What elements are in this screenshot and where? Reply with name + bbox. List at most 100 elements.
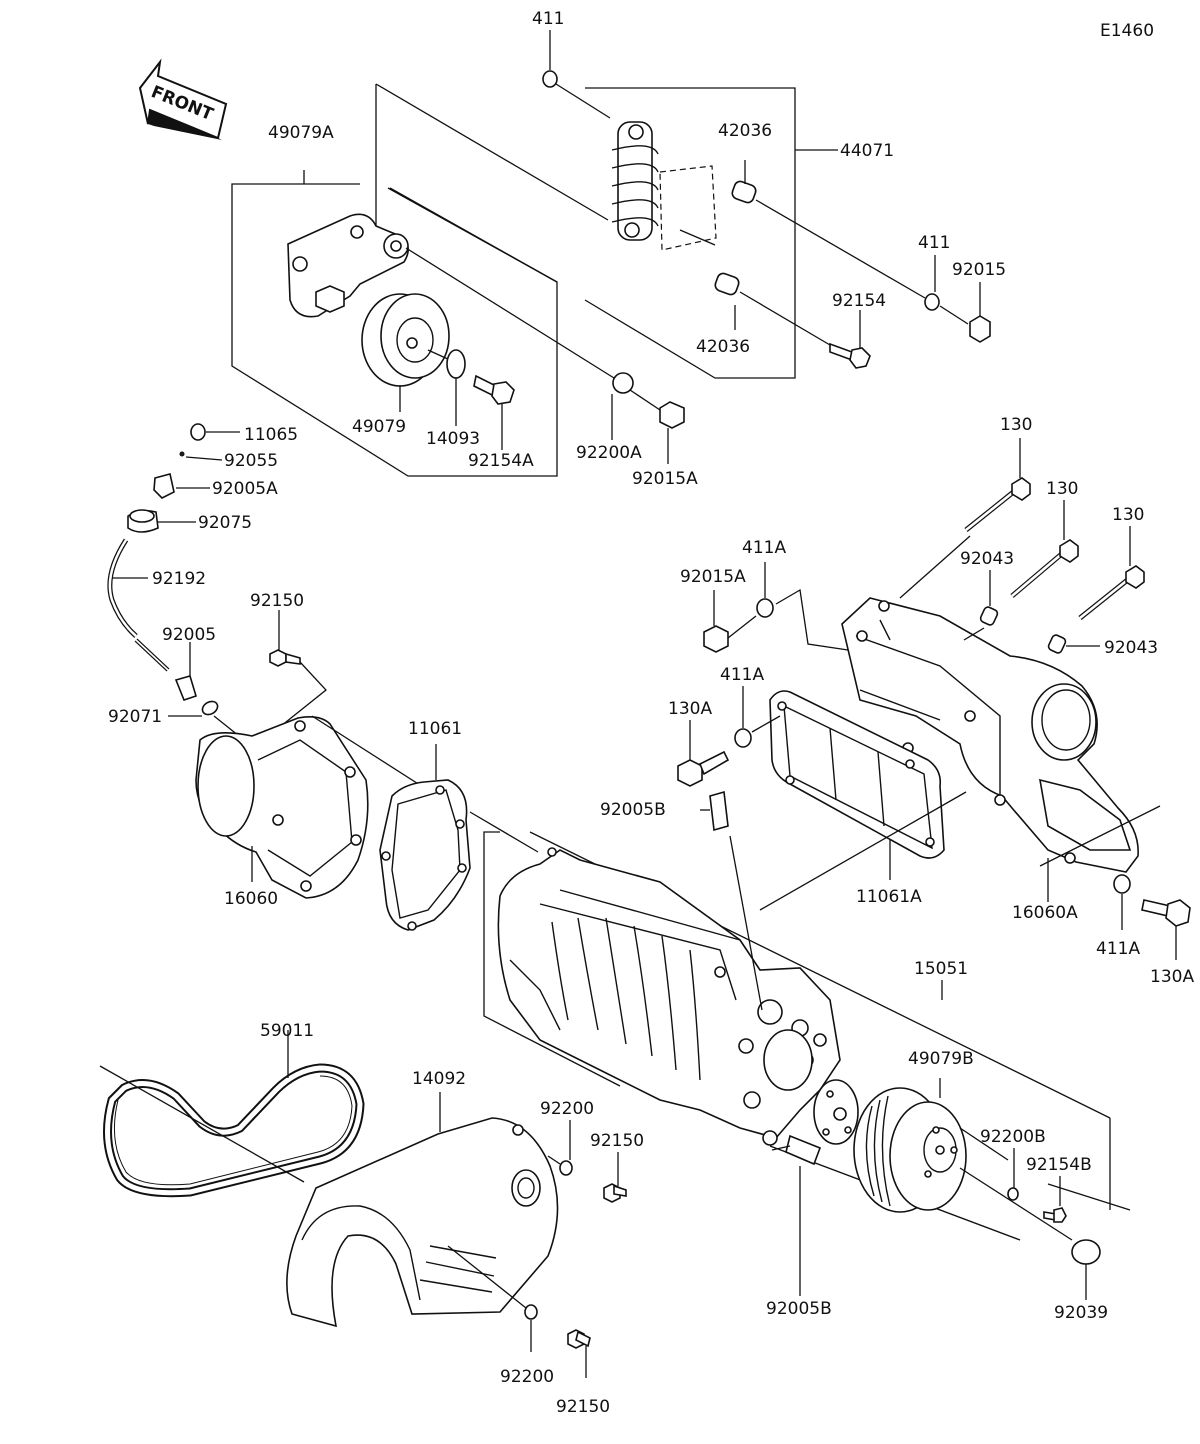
label-92200A: 92200A xyxy=(576,443,642,463)
intake-manifold-16060A xyxy=(841,597,1161,902)
fitting-92005B-bottom xyxy=(771,1134,822,1296)
label-49079B: 49079B xyxy=(908,1049,974,1069)
diagram-code: E1460 xyxy=(1100,21,1154,41)
bolt-92154A xyxy=(473,374,515,405)
bolt-130-1 xyxy=(899,438,1031,599)
bolt-92154B xyxy=(1043,1176,1067,1223)
washer-14093 xyxy=(446,349,466,379)
drive-pulley-49079B xyxy=(853,1078,1073,1241)
label-92071: 92071 xyxy=(108,707,162,727)
bolt-130-2 xyxy=(1010,500,1079,598)
supercharger-cover-16060 xyxy=(195,715,435,899)
label-92150-left: 92150 xyxy=(250,591,304,611)
gasket-11061A xyxy=(769,690,945,880)
fitting-92005A xyxy=(153,473,175,499)
label-49079: 49079 xyxy=(352,417,406,437)
label-92075: 92075 xyxy=(198,513,252,533)
label-49079A: 49079A xyxy=(268,123,334,143)
cap-11065 xyxy=(190,423,206,441)
label-42036-top: 42036 xyxy=(718,121,772,141)
label-130A-2: 130A xyxy=(1150,967,1194,987)
oring-92071 xyxy=(201,700,219,716)
label-16060A: 16060A xyxy=(1012,903,1078,923)
nut-92015A-top xyxy=(659,401,685,429)
idler-pulley-49079 xyxy=(361,293,450,387)
drive-belt-59011 xyxy=(99,1030,365,1198)
label-92015: 92015 xyxy=(952,260,1006,280)
front-arrow-icon: FRONT xyxy=(138,58,228,140)
gasket-11061 xyxy=(379,744,539,931)
cap-92039 xyxy=(1071,1239,1101,1265)
label-92150-bottom: 92150 xyxy=(556,1397,610,1417)
collar-42036-bottom xyxy=(714,272,740,296)
label-411A-2: 411A xyxy=(720,665,764,685)
fitting-92005B-top xyxy=(700,790,729,832)
dowel-92043-1 xyxy=(979,606,999,626)
label-14092: 14092 xyxy=(412,1069,466,1089)
label-92192: 92192 xyxy=(152,569,206,589)
label-92200-2: 92200 xyxy=(500,1367,554,1387)
label-42036-bottom: 42036 xyxy=(696,337,750,357)
part-labels: 411 42036 44071 411 92015 92154 42036 49… xyxy=(108,9,1194,1417)
hose-92192 xyxy=(108,539,137,637)
label-92200B: 92200B xyxy=(980,1127,1046,1147)
label-92015A-top: 92015A xyxy=(632,469,698,489)
label-92154A: 92154A xyxy=(468,451,534,471)
bolt-130-3 xyxy=(1078,526,1145,620)
oring-92055 xyxy=(179,451,185,457)
label-11065: 11065 xyxy=(244,425,298,445)
label-411-right: 411 xyxy=(918,233,950,253)
label-92043-1: 92043 xyxy=(960,549,1014,569)
label-11061A: 11061A xyxy=(856,887,922,907)
label-130-2: 130 xyxy=(1046,479,1078,499)
label-411-top: 411 xyxy=(532,9,564,29)
label-92005A: 92005A xyxy=(212,479,278,499)
label-92039: 92039 xyxy=(1054,1303,1108,1323)
label-92154: 92154 xyxy=(832,291,886,311)
label-92150-mid: 92150 xyxy=(590,1131,644,1151)
label-411A-1: 411A xyxy=(742,538,786,558)
washer-411-top xyxy=(542,70,558,88)
nut-92015A-mid xyxy=(703,625,729,653)
label-92154B: 92154B xyxy=(1026,1155,1092,1175)
washer-92200-2 xyxy=(524,1304,538,1320)
oil-line-group xyxy=(107,423,245,741)
label-92005B-top: 92005B xyxy=(600,800,666,820)
bolt-130A-1 xyxy=(677,720,730,787)
washer-92200A xyxy=(612,372,634,394)
label-92005: 92005 xyxy=(162,625,216,645)
label-16060: 16060 xyxy=(224,889,278,909)
spring-damper xyxy=(611,121,659,241)
label-130-3: 130 xyxy=(1112,505,1144,525)
label-11061: 11061 xyxy=(408,719,462,739)
label-44071: 44071 xyxy=(840,141,894,161)
label-92055: 92055 xyxy=(224,451,278,471)
dowel-92043-2 xyxy=(1047,634,1067,654)
label-15051: 15051 xyxy=(914,959,968,979)
washer-411A-2 xyxy=(734,728,752,748)
washer-411A-3 xyxy=(1113,874,1131,894)
bolt-130A-2 xyxy=(1141,899,1191,960)
bolt-92154 xyxy=(829,342,871,369)
label-130-1: 130 xyxy=(1000,415,1032,435)
belt-cover-14092 xyxy=(286,1092,561,1328)
label-14093: 14093 xyxy=(426,429,480,449)
idler-pulley-group xyxy=(231,83,685,477)
label-92200-1: 92200 xyxy=(540,1099,594,1119)
bolt-92150-mid xyxy=(603,1152,627,1203)
label-92015A-mid: 92015A xyxy=(680,567,746,587)
label-411A-3: 411A xyxy=(1096,939,1140,959)
label-92005B-bottom: 92005B xyxy=(766,1299,832,1319)
fitting-92005 xyxy=(174,642,197,701)
collar-42036-top xyxy=(731,180,757,204)
washer-411-right xyxy=(924,293,940,311)
tensioner-group xyxy=(542,30,991,379)
nut-92015 xyxy=(969,315,991,343)
washer-92200-1 xyxy=(559,1160,573,1176)
bolt-92150-left xyxy=(269,610,327,731)
label-92043-2: 92043 xyxy=(1104,638,1158,658)
washer-92200B xyxy=(1007,1187,1019,1201)
supercharger-15051 xyxy=(483,791,1131,1241)
washer-411A-1 xyxy=(756,598,774,618)
